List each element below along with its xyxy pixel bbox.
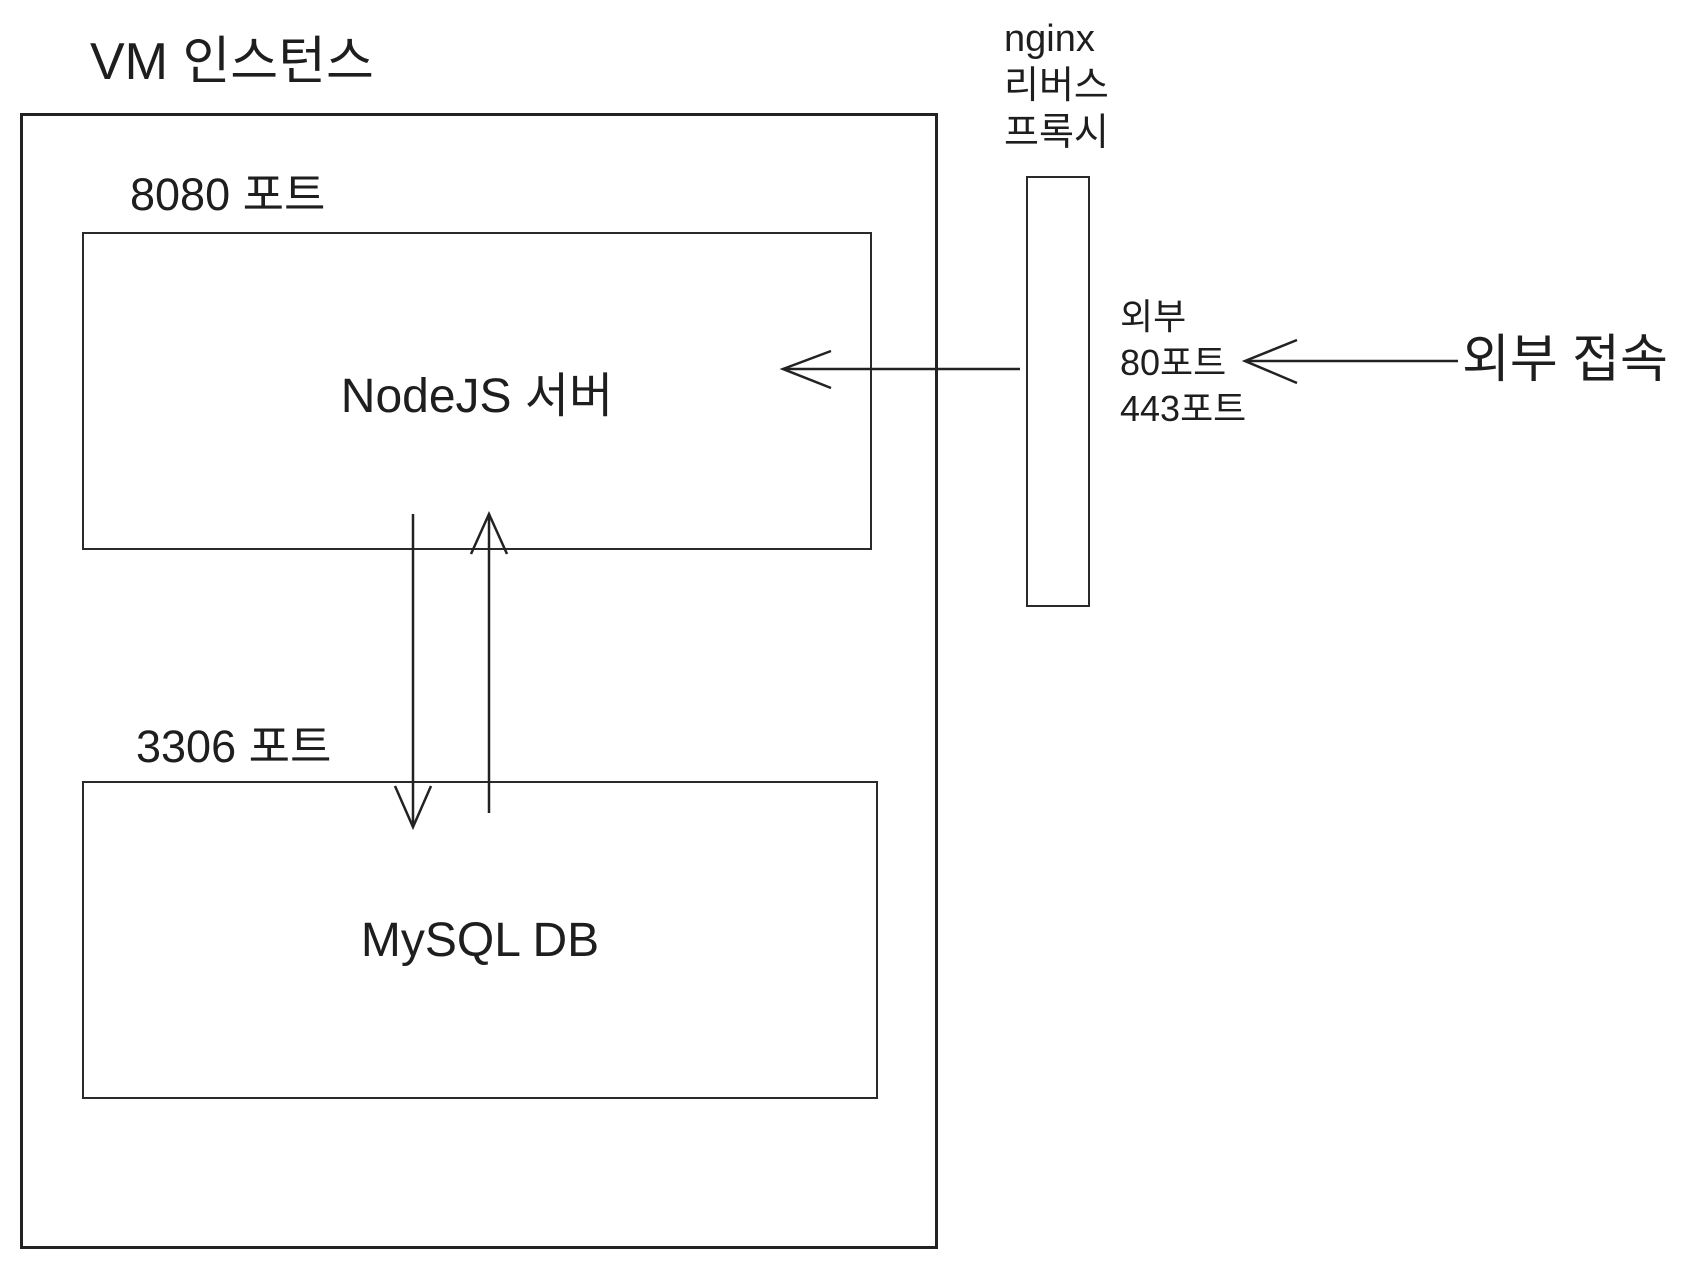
external-access-label: 외부 접속 [1462,331,1668,389]
vm-instance-box [20,113,938,1249]
arrow-external-to-nginx [1241,338,1458,385]
mysql-db-label: MySQL DB [360,913,600,967]
nginx-proxy-box [1026,176,1090,607]
nodejs-server-label: NodeJS 서버 [340,370,614,423]
vm-instance-title: VM 인스턴스 [90,33,374,91]
nodejs-server-box: NodeJS 서버 [82,232,872,550]
nodejs-port-label: 8080 포트 [130,169,326,220]
nginx-proxy-label: nginx 리버스 프록시 [1004,18,1109,154]
mysql-db-box: MySQL DB [82,781,878,1099]
mysql-port-label: 3306 포트 [136,721,332,772]
external-ports-label: 외부 80포트 443포트 [1120,296,1247,429]
